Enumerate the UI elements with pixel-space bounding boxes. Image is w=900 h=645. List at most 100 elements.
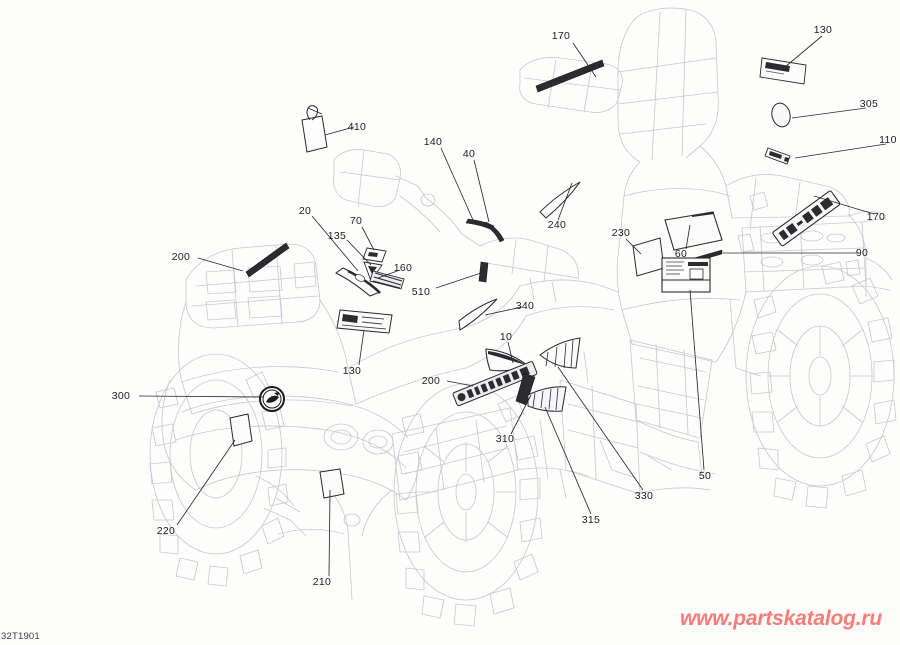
callout-340: 340 [484,300,534,316]
decal-210-patch [319,468,345,499]
decal-110-small-badge [764,147,791,165]
callout-160: 160 [377,262,412,279]
callout-leader-line [813,195,875,215]
callout-leader-line [510,394,532,435]
callout-330: 330 [557,366,653,502]
callout-leader-line [361,226,375,251]
callout-leader-line [791,107,867,119]
callout-135: 135 [328,230,372,266]
callout-number: 305 [860,98,878,110]
callout-leader-line [176,439,236,526]
callout-number: 160 [394,262,412,274]
callout-leader-line [685,224,691,250]
callout-leader-line [377,269,401,279]
decal-240-blade [539,181,581,219]
decal-340-curve [458,298,498,331]
callout-leader-line [572,42,597,78]
callout-number: 300 [112,390,130,402]
decal-20-arrow [335,267,381,297]
callout-leader-line [346,239,372,266]
decal-70-chip [362,247,387,263]
callout-leader-line [784,35,823,68]
callout-leader-line [689,289,705,471]
callout-number: 310 [496,433,514,445]
callout-315: 315 [544,406,600,526]
callout-number: 40 [463,148,475,160]
callout-130: 130 [343,329,365,377]
callout-90: 90 [723,247,868,259]
callout-number: 70 [350,215,362,227]
callout-220: 220 [157,439,236,537]
callout-number: 510 [412,286,430,298]
decal-220-patch [229,413,253,447]
callout-leader-line [440,147,474,221]
decal-330-fin [539,337,581,369]
diagram-code: 32T1901 [1,631,40,642]
callout-number: 10 [500,331,512,343]
callout-10: 10 [500,331,514,364]
decal-410-hangtag [301,105,328,153]
callout-leader-line [557,182,573,221]
callout-leader-line [507,341,514,364]
callout-50: 50 [689,289,711,482]
callout-200: 200 [422,375,474,387]
callout-200: 200 [172,251,244,272]
decal-130-left-label [336,309,393,334]
callout-70: 70 [350,215,375,251]
decal-10-wing-dark [488,351,526,365]
callout-510: 510 [412,271,485,298]
callout-number: 200 [422,375,440,387]
callout-number: 135 [328,230,346,242]
callout-number: 200 [172,251,190,263]
decal-50-info-label [661,257,711,293]
callout-number: 340 [516,300,534,312]
callout-leader-line [794,143,887,159]
callout-leader-line [557,366,644,491]
callout-210: 210 [313,489,331,588]
callout-number: 20 [299,205,311,217]
callout-130: 130 [784,24,832,68]
callout-number: 315 [582,514,600,526]
callout-leader-line [625,238,642,255]
callout-60: 60 [675,224,691,260]
callout-leader-line [197,257,244,272]
callout-number: 210 [313,576,331,588]
decal-315-vent [527,386,567,412]
callout-number: 110 [879,134,897,146]
callout-number: 140 [424,136,442,148]
callout-410: 410 [324,121,366,136]
decal-130-rear-plate [759,57,807,85]
callout-number: 220 [157,525,175,537]
decal-300-logo [259,386,285,412]
callout-20: 20 [299,205,359,272]
callout-leader-line [311,215,359,272]
callout-number: 130 [343,365,361,377]
decal-170-front-strip [535,59,605,93]
callout-leader-line [484,306,523,316]
decal-200-left-stripe [245,242,290,278]
callout-300: 300 [112,390,265,402]
callout-leader-line [446,380,474,387]
callout-leader-line [138,395,265,398]
callout-number: 90 [856,247,868,259]
callout-number: 130 [814,24,832,36]
callout-number: 50 [699,470,711,482]
callout-170: 170 [813,195,885,223]
callout-number: 230 [612,227,630,239]
callout-number: 170 [552,30,570,42]
callout-230: 230 [612,227,642,255]
callout-leader-line [358,329,365,366]
callout-305: 305 [791,98,878,119]
site-watermark: www.partskatalog.ru [680,607,882,630]
decal-160-strip [369,270,405,290]
callout-number: 410 [348,121,366,133]
callout-leader-line [473,159,490,223]
decal-60-warning [664,211,723,251]
callout-number: 170 [867,211,885,223]
callout-140: 140 [424,136,474,221]
decal-200-outlander [452,361,538,407]
callout-40: 40 [463,148,490,223]
